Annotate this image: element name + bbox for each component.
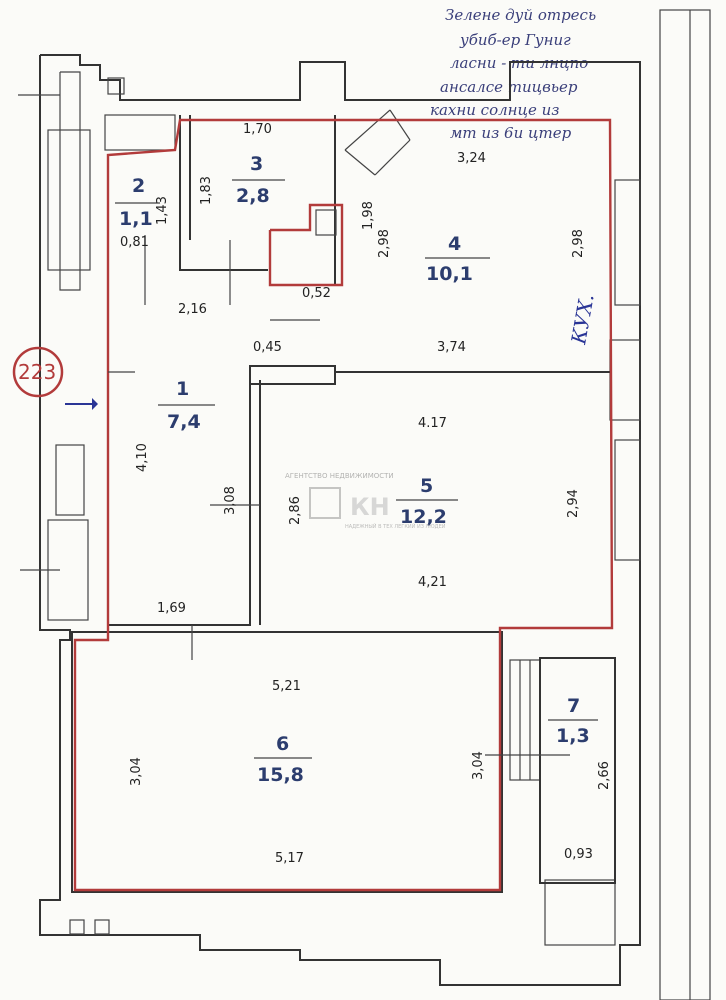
handwriting-line: Зелене дуй отресь <box>445 6 596 24</box>
room-1-number: 1 <box>176 378 189 400</box>
room-6-number: 6 <box>276 733 289 755</box>
dimension-guides <box>18 94 570 756</box>
handwritten-notes: Зелене дуй отресь убиб-ер Гуниг ласни - … <box>430 6 596 142</box>
dim-label: 3,04 <box>471 751 486 780</box>
marker-number: 223 <box>18 360 56 384</box>
dim-label: 0,93 <box>564 847 593 862</box>
watermark-tagline: НАДЕЖНЫЙ В ТЕХ ЛЕГКИЙ ИЗ ЛЮДЕЙ <box>345 523 446 530</box>
dim-label: 5,21 <box>272 679 301 694</box>
dim-label: 4,21 <box>418 575 447 590</box>
room-7-number: 7 <box>567 695 580 717</box>
watermark: АГЕНТСТВО НЕДВИЖИМОСТИ КН НАДЕЖНЫЙ В ТЕХ… <box>285 472 446 530</box>
room-6-area: 15,8 <box>257 764 304 786</box>
marker-circle <box>12 346 64 398</box>
watermark-brand: АГЕНТСТВО НЕДВИЖИМОСТИ <box>285 472 394 480</box>
dim-label: 0,81 <box>120 235 149 250</box>
dim-label: 2,66 <box>597 761 612 790</box>
room-2-number: 2 <box>132 175 145 197</box>
marker-badge: 223 <box>12 346 64 398</box>
dim-label: 5,17 <box>275 851 304 866</box>
handwriting-line: ансалсе тицвьер <box>440 78 578 96</box>
handwriting-line: кахни солнце из <box>430 101 560 119</box>
room-7-area: 1,3 <box>556 725 590 747</box>
dim-label: 1,70 <box>243 122 272 137</box>
room-3-area: 2,8 <box>236 185 270 207</box>
handwriting-line: мт из 6и цтер <box>450 124 572 142</box>
interior-walls <box>71 109 616 893</box>
dim-label: 2,94 <box>566 489 581 518</box>
handwriting-line: убиб-ер Гуниг <box>459 31 571 49</box>
dim-label: 0,52 <box>302 286 331 301</box>
dim-label: 3,74 <box>437 340 466 355</box>
dim-label: 0,45 <box>253 340 282 355</box>
dim-label: 3,08 <box>223 486 238 515</box>
dim-label: 1,98 <box>361 201 376 230</box>
dim-label: 2,98 <box>377 229 392 258</box>
dim-label: 4.17 <box>418 416 447 431</box>
apartment-outline-stair <box>268 203 344 287</box>
watermark-logo-text: КН <box>350 493 390 521</box>
room-5-area: 12,2 <box>400 506 447 528</box>
watermark-logo-icon <box>309 487 341 519</box>
dimension-labels: 1,70 1,83 1,43 0,81 1,98 2,98 3,24 2,98 … <box>120 122 612 866</box>
dim-label: 1,83 <box>199 176 214 205</box>
dim-label: 1,43 <box>155 196 170 225</box>
dim-label: 3,24 <box>457 151 486 166</box>
dim-label: 4,10 <box>135 443 150 472</box>
room-5-number: 5 <box>420 475 433 497</box>
room-3-number: 3 <box>250 153 263 175</box>
building-walls <box>39 9 711 1000</box>
room-4-number: 4 <box>448 233 461 255</box>
room-2-area: 1,1 <box>119 208 153 230</box>
dim-label: 1,69 <box>157 601 186 616</box>
dim-label: 3,04 <box>129 757 144 786</box>
apartment-outline <box>73 118 614 892</box>
room-1-area: 7,4 <box>167 411 201 433</box>
room-4-area: 10,1 <box>426 263 473 285</box>
room-labels: 2 1,1 3 2,8 4 10,1 1 7,4 5 12,2 6 15,8 7… <box>115 153 598 786</box>
arrow-icon <box>65 398 98 410</box>
dim-label: 2,98 <box>571 229 586 258</box>
dim-label: 2,86 <box>288 496 303 525</box>
dim-label: 2,16 <box>178 302 207 317</box>
